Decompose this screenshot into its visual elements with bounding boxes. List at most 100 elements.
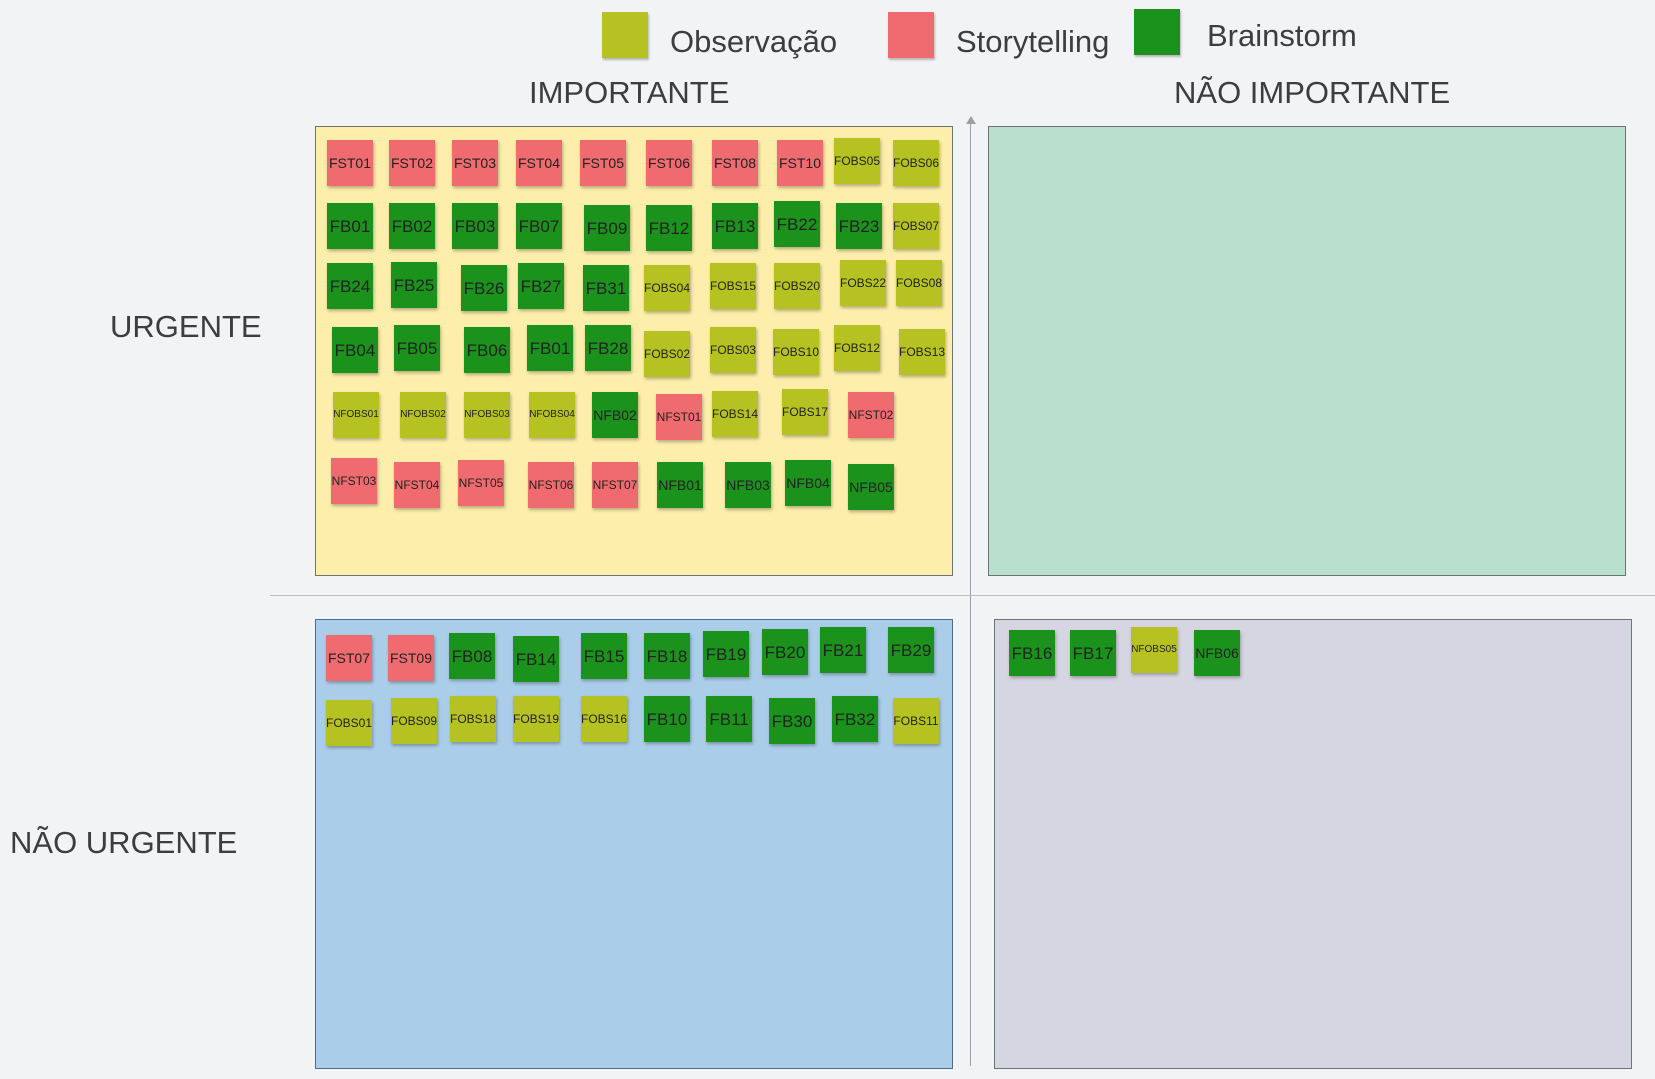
sticky-note[interactable]: NFST01 bbox=[656, 394, 702, 440]
sticky-note[interactable]: NFST02 bbox=[848, 392, 894, 438]
sticky-note[interactable]: FOBS13 bbox=[899, 329, 945, 375]
sticky-note[interactable]: FB31 bbox=[583, 265, 629, 311]
sticky-note-label: FOBS20 bbox=[774, 279, 820, 293]
quadrant-urgent-not-important[interactable] bbox=[988, 126, 1626, 576]
sticky-note[interactable]: FST05 bbox=[580, 140, 626, 186]
sticky-note[interactable]: NFST05 bbox=[458, 460, 504, 506]
sticky-note[interactable]: FB27 bbox=[518, 263, 564, 309]
sticky-note[interactable]: FB25 bbox=[391, 262, 437, 308]
sticky-note[interactable]: FOBS18 bbox=[450, 696, 496, 742]
sticky-note-label: NFOBS01 bbox=[333, 409, 379, 420]
sticky-note[interactable]: NFOBS02 bbox=[400, 392, 446, 438]
sticky-note[interactable]: FB22 bbox=[774, 201, 820, 247]
sticky-note[interactable]: FB15 bbox=[581, 633, 627, 679]
quadrant-not-urgent-not-important[interactable]: FB16 FB17 NFOBS05 NFB06 bbox=[994, 619, 1632, 1069]
sticky-note[interactable]: FOBS20 bbox=[774, 263, 820, 309]
sticky-note[interactable]: NFST07 bbox=[592, 462, 638, 508]
sticky-note[interactable]: NFB03 bbox=[725, 462, 771, 508]
sticky-note[interactable]: FOBS22 bbox=[840, 260, 886, 306]
sticky-note-label: NFST02 bbox=[848, 408, 894, 422]
sticky-note[interactable]: FOBS05 bbox=[834, 138, 880, 184]
sticky-note[interactable]: FB12 bbox=[646, 205, 692, 251]
sticky-note[interactable]: FST03 bbox=[452, 140, 498, 186]
sticky-note[interactable]: FOBS14 bbox=[712, 391, 758, 437]
sticky-note[interactable]: FOBS16 bbox=[581, 696, 627, 742]
sticky-note-label: FB20 bbox=[764, 642, 806, 662]
sticky-note[interactable]: FST09 bbox=[388, 635, 434, 681]
sticky-note[interactable]: NFST04 bbox=[394, 462, 440, 508]
sticky-note[interactable]: FST07 bbox=[326, 635, 372, 681]
sticky-note-label: FOBS05 bbox=[834, 154, 880, 168]
sticky-note[interactable]: NFST06 bbox=[528, 462, 574, 508]
sticky-note[interactable]: FB02 bbox=[389, 203, 435, 249]
sticky-note[interactable]: FOBS02 bbox=[644, 331, 690, 377]
sticky-note[interactable]: FB04 bbox=[332, 327, 378, 373]
sticky-note[interactable]: NFOBS01 bbox=[333, 392, 379, 438]
sticky-note[interactable]: FOBS06 bbox=[893, 140, 939, 186]
sticky-note[interactable]: NFOBS03 bbox=[464, 392, 510, 438]
sticky-note[interactable]: NFB05 bbox=[848, 464, 894, 510]
sticky-note[interactable]: FB18 bbox=[644, 633, 690, 679]
sticky-note[interactable]: FOBS09 bbox=[391, 698, 437, 744]
sticky-note[interactable]: FST04 bbox=[516, 140, 562, 186]
sticky-note-label: FB27 bbox=[520, 276, 562, 296]
sticky-note[interactable]: FB14 bbox=[513, 636, 559, 682]
sticky-note[interactable]: FB19 bbox=[703, 631, 749, 677]
sticky-note[interactable]: FOBS11 bbox=[893, 698, 939, 744]
sticky-note[interactable]: NFB06 bbox=[1194, 630, 1240, 676]
sticky-note[interactable]: FB28 bbox=[585, 325, 631, 371]
sticky-note[interactable]: FB09 bbox=[584, 205, 630, 251]
sticky-note[interactable]: NFB01 bbox=[657, 462, 703, 508]
legend-label-brainstorm: Brainstorm bbox=[1207, 18, 1357, 53]
sticky-note-label: FB30 bbox=[771, 711, 813, 731]
sticky-note[interactable]: FB24 bbox=[327, 263, 373, 309]
sticky-note[interactable]: FB03 bbox=[452, 203, 498, 249]
sticky-note-label: FOBS06 bbox=[893, 156, 939, 170]
sticky-note[interactable]: FOBS03 bbox=[710, 327, 756, 373]
sticky-note[interactable]: FB16 bbox=[1009, 630, 1055, 676]
sticky-note[interactable]: NFB02 bbox=[592, 392, 638, 438]
sticky-note[interactable]: FB17 bbox=[1070, 630, 1116, 676]
sticky-note[interactable]: FST10 bbox=[777, 140, 823, 186]
sticky-note-label: FB21 bbox=[822, 640, 864, 660]
sticky-note[interactable]: FOBS01 bbox=[326, 700, 372, 746]
sticky-note[interactable]: FB11 bbox=[706, 696, 752, 742]
sticky-note[interactable]: FOBS19 bbox=[513, 696, 559, 742]
sticky-note-label: NFOBS02 bbox=[400, 409, 446, 420]
sticky-note-label: FB12 bbox=[648, 218, 690, 238]
sticky-note-label: FB14 bbox=[515, 649, 557, 669]
sticky-note[interactable]: FST06 bbox=[646, 140, 692, 186]
sticky-note[interactable]: FOBS04 bbox=[644, 265, 690, 311]
sticky-note[interactable]: NFB04 bbox=[785, 460, 831, 506]
sticky-note[interactable]: FOBS07 bbox=[893, 203, 939, 249]
sticky-note[interactable]: FB05 bbox=[394, 325, 440, 371]
sticky-note[interactable]: FOBS17 bbox=[782, 389, 828, 435]
sticky-note[interactable]: FB32 bbox=[832, 696, 878, 742]
sticky-note[interactable]: FB20 bbox=[762, 629, 808, 675]
sticky-note[interactable]: FB01 bbox=[527, 325, 573, 371]
sticky-note[interactable]: NFST03 bbox=[331, 458, 377, 504]
sticky-note[interactable]: FOBS08 bbox=[896, 260, 942, 306]
sticky-note[interactable]: FB30 bbox=[769, 698, 815, 744]
sticky-note[interactable]: FB08 bbox=[449, 633, 495, 679]
sticky-note[interactable]: FOBS12 bbox=[834, 325, 880, 371]
sticky-note[interactable]: FST01 bbox=[327, 140, 373, 186]
sticky-note[interactable]: FB23 bbox=[836, 203, 882, 249]
sticky-note[interactable]: FB01 bbox=[327, 203, 373, 249]
sticky-note[interactable]: FOBS15 bbox=[710, 263, 756, 309]
sticky-note[interactable]: FB13 bbox=[712, 203, 758, 249]
sticky-note[interactable]: NFOBS04 bbox=[529, 392, 575, 438]
sticky-note[interactable]: FB29 bbox=[888, 627, 934, 673]
sticky-note[interactable]: FB07 bbox=[516, 203, 562, 249]
sticky-note[interactable]: FB26 bbox=[461, 265, 507, 311]
sticky-note[interactable]: FB06 bbox=[464, 327, 510, 373]
sticky-note[interactable]: FB10 bbox=[644, 696, 690, 742]
sticky-note[interactable]: FST08 bbox=[712, 140, 758, 186]
quadrant-urgent-important[interactable]: FST01 FST02 FST03 FST04 FST05 FST06 FST08 FST10… bbox=[315, 126, 953, 576]
sticky-note[interactable]: FB21 bbox=[820, 627, 866, 673]
sticky-note[interactable]: NFOBS05 bbox=[1131, 627, 1177, 673]
sticky-note-label: FOBS22 bbox=[840, 276, 886, 290]
sticky-note[interactable]: FST02 bbox=[389, 140, 435, 186]
sticky-note[interactable]: FOBS10 bbox=[773, 329, 819, 375]
